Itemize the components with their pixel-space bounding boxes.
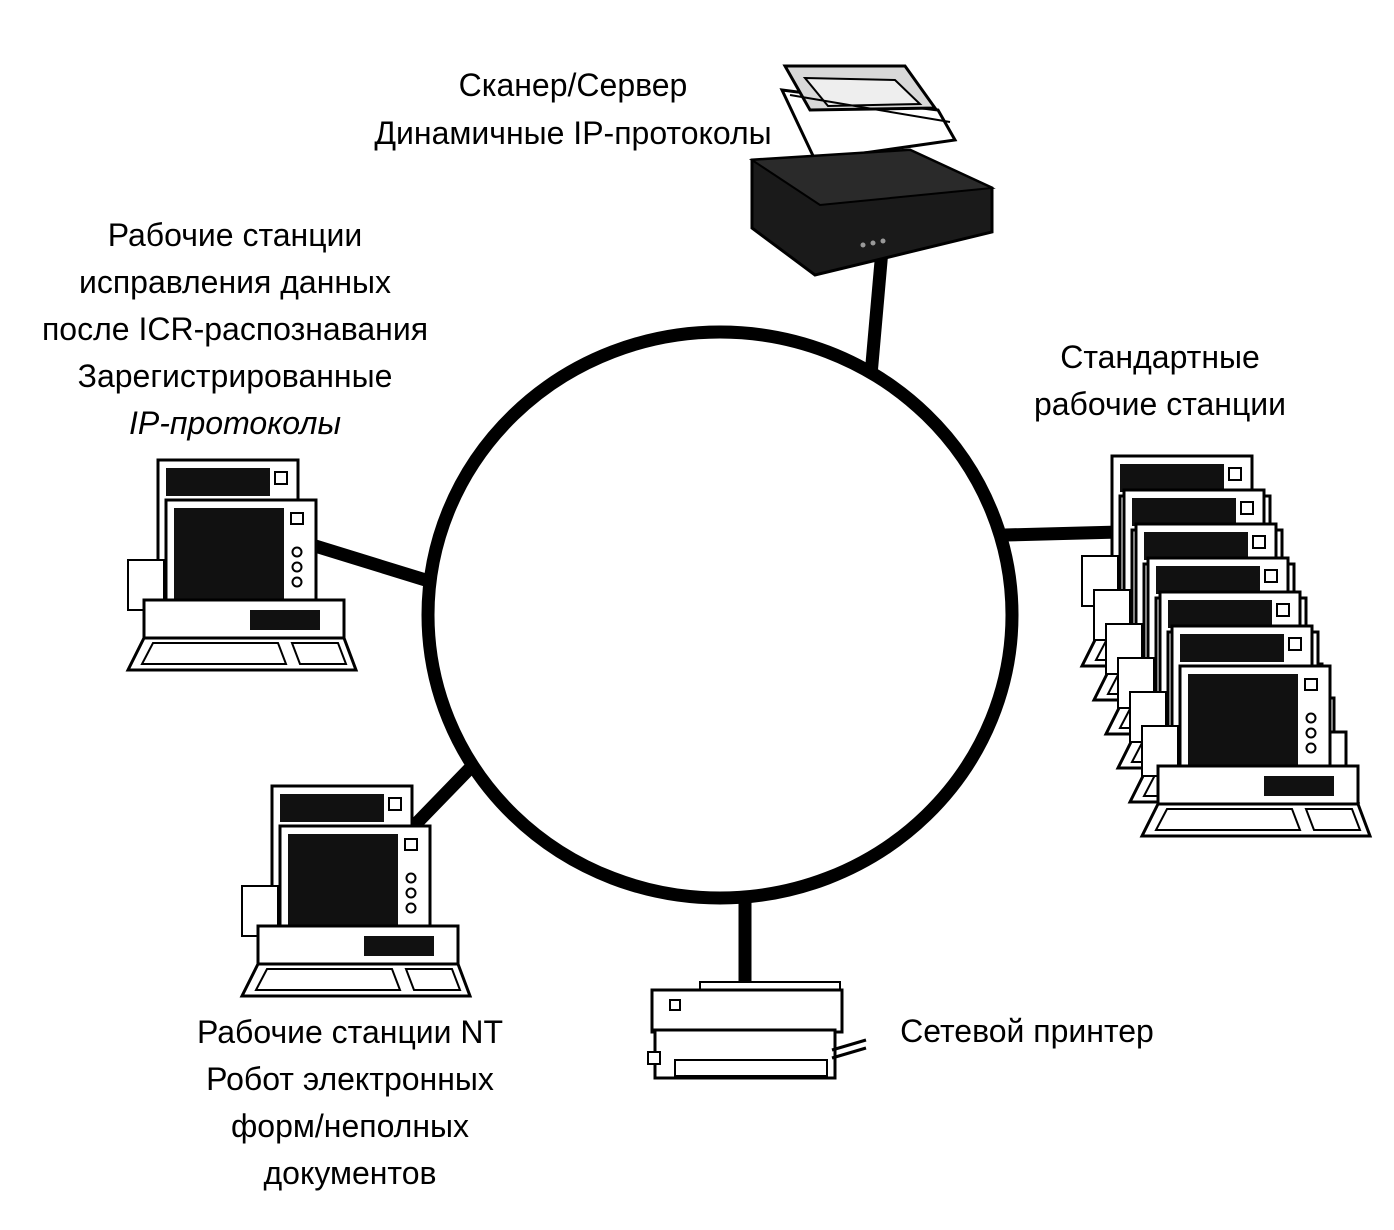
label-nt-line-1: Рабочие станции NT xyxy=(197,1014,503,1050)
label-standard-line-1: Стандартные xyxy=(1060,339,1260,375)
label-nt-line-4: документов xyxy=(263,1155,436,1191)
scanner-server-icon xyxy=(748,64,996,277)
label-printer-line-1: Сетевой принтер xyxy=(900,1013,1154,1049)
label-printer: Сетевой принтер xyxy=(900,1013,1154,1049)
network-printer-icon xyxy=(647,981,867,1080)
label-scanner: Сканер/Сервер Динамичные IP-протоколы xyxy=(374,67,771,151)
label-correction-line-3: после ICR-распознавания xyxy=(42,311,428,347)
label-correction: Рабочие станции исправления данных после… xyxy=(42,217,428,441)
link-scanner xyxy=(864,249,889,376)
label-nt-line-3: форм/неполных xyxy=(231,1108,469,1144)
label-correction-line-2: исправления данных xyxy=(79,264,391,300)
label-nt: Рабочие станции NT Робот электронных фор… xyxy=(197,1014,503,1191)
label-scanner-line-2: Динамичные IP-протоколы xyxy=(374,115,771,151)
network-ring xyxy=(421,325,1019,905)
link-nt xyxy=(405,757,481,835)
label-standard: Стандартные рабочие станции xyxy=(1034,339,1286,422)
label-correction-line-4: Зарегистрированные xyxy=(78,358,393,394)
label-nt-line-2: Робот электронных xyxy=(206,1061,494,1097)
link-standard xyxy=(1004,525,1121,542)
network-links xyxy=(310,249,1121,990)
label-scanner-line-1: Сканер/Сервер xyxy=(459,67,688,103)
label-correction-line-5: IP-протоколы xyxy=(129,405,341,441)
nt-workstation-icon xyxy=(240,784,472,998)
label-standard-line-2: рабочие станции xyxy=(1034,386,1286,422)
link-correction xyxy=(310,538,434,589)
correction-workstation-icon xyxy=(126,458,358,672)
standard-workstations-icon xyxy=(1080,454,1372,838)
label-correction-line-1: Рабочие станции xyxy=(108,217,363,253)
